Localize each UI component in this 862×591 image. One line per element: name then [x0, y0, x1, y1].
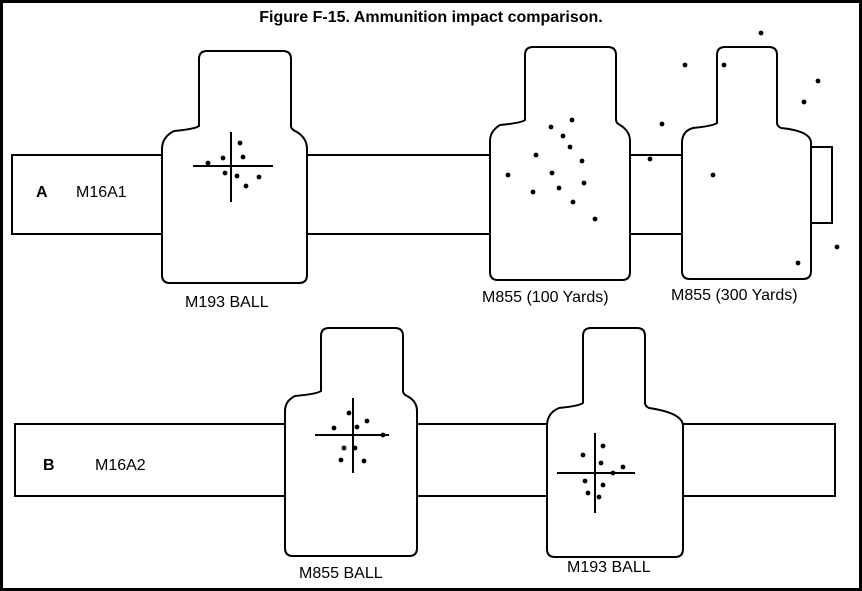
impact [346, 410, 352, 416]
impact [256, 174, 262, 180]
target-a3 [647, 30, 840, 280]
row-b-rail [14, 423, 836, 497]
impact [530, 189, 536, 195]
target-a2-impacts [505, 117, 598, 222]
target-a3-caption: M855 (300 Yards) [671, 287, 798, 304]
impact [581, 180, 587, 186]
impact [361, 458, 367, 464]
impact [560, 133, 566, 139]
impact [721, 62, 727, 68]
row-b-weapon: M16A2 [95, 457, 146, 474]
impact [647, 156, 653, 162]
impact [600, 482, 606, 488]
impact [354, 424, 360, 430]
impact [352, 445, 358, 451]
impact [205, 160, 211, 166]
impact [505, 172, 511, 178]
impact [222, 170, 228, 176]
impact [659, 121, 665, 127]
impact [338, 457, 344, 463]
impact [801, 99, 807, 105]
target-b1 [284, 327, 418, 557]
impact [620, 464, 626, 470]
target-b1-caption: M855 BALL [299, 565, 383, 582]
row-a-weapon: M16A1 [76, 184, 127, 201]
impact [364, 418, 370, 424]
impact [240, 154, 246, 160]
target-b2-silhouette [546, 327, 684, 558]
target-a2-caption: M855 (100 Yards) [482, 289, 609, 306]
impact [569, 117, 575, 123]
row-a-letter: A [36, 184, 48, 201]
target-a2-silhouette [489, 46, 631, 281]
impact [610, 470, 616, 476]
target-a3-impacts [647, 30, 840, 266]
impact [567, 144, 573, 150]
target-a1 [161, 50, 308, 284]
impact [758, 30, 764, 36]
target-b1-impacts [331, 410, 386, 464]
figure-title: Figure F-15. Ammunition impact compariso… [259, 9, 603, 26]
impact [580, 452, 586, 458]
impact [710, 172, 716, 178]
impact [596, 494, 602, 500]
impact [815, 78, 821, 84]
impact [549, 170, 555, 176]
impact [220, 155, 226, 161]
impact [592, 216, 598, 222]
target-b2-caption: M193 BALL [567, 559, 651, 576]
impact [243, 183, 249, 189]
impact [582, 478, 588, 484]
impact [598, 460, 604, 466]
target-a3-silhouette [681, 46, 812, 280]
impact [380, 432, 386, 438]
target-b1-silhouette [284, 327, 418, 557]
impact [331, 425, 337, 431]
impact [682, 62, 688, 68]
impact [341, 445, 347, 451]
impact [533, 152, 539, 158]
impact [556, 185, 562, 191]
impact [834, 244, 840, 250]
target-b2 [546, 327, 684, 558]
target-a1-caption: M193 BALL [185, 294, 269, 311]
impact [237, 140, 243, 146]
impact [579, 158, 585, 164]
impact [795, 260, 801, 266]
impact [548, 124, 554, 130]
impact [600, 443, 606, 449]
targets-diagram [11, 30, 840, 558]
target-a1-impacts [205, 140, 262, 189]
target-a2 [489, 46, 631, 281]
impact [234, 173, 240, 179]
impact [570, 199, 576, 205]
target-b2-impacts [580, 443, 626, 500]
impact [585, 490, 591, 496]
row-b-letter: B [43, 457, 55, 474]
